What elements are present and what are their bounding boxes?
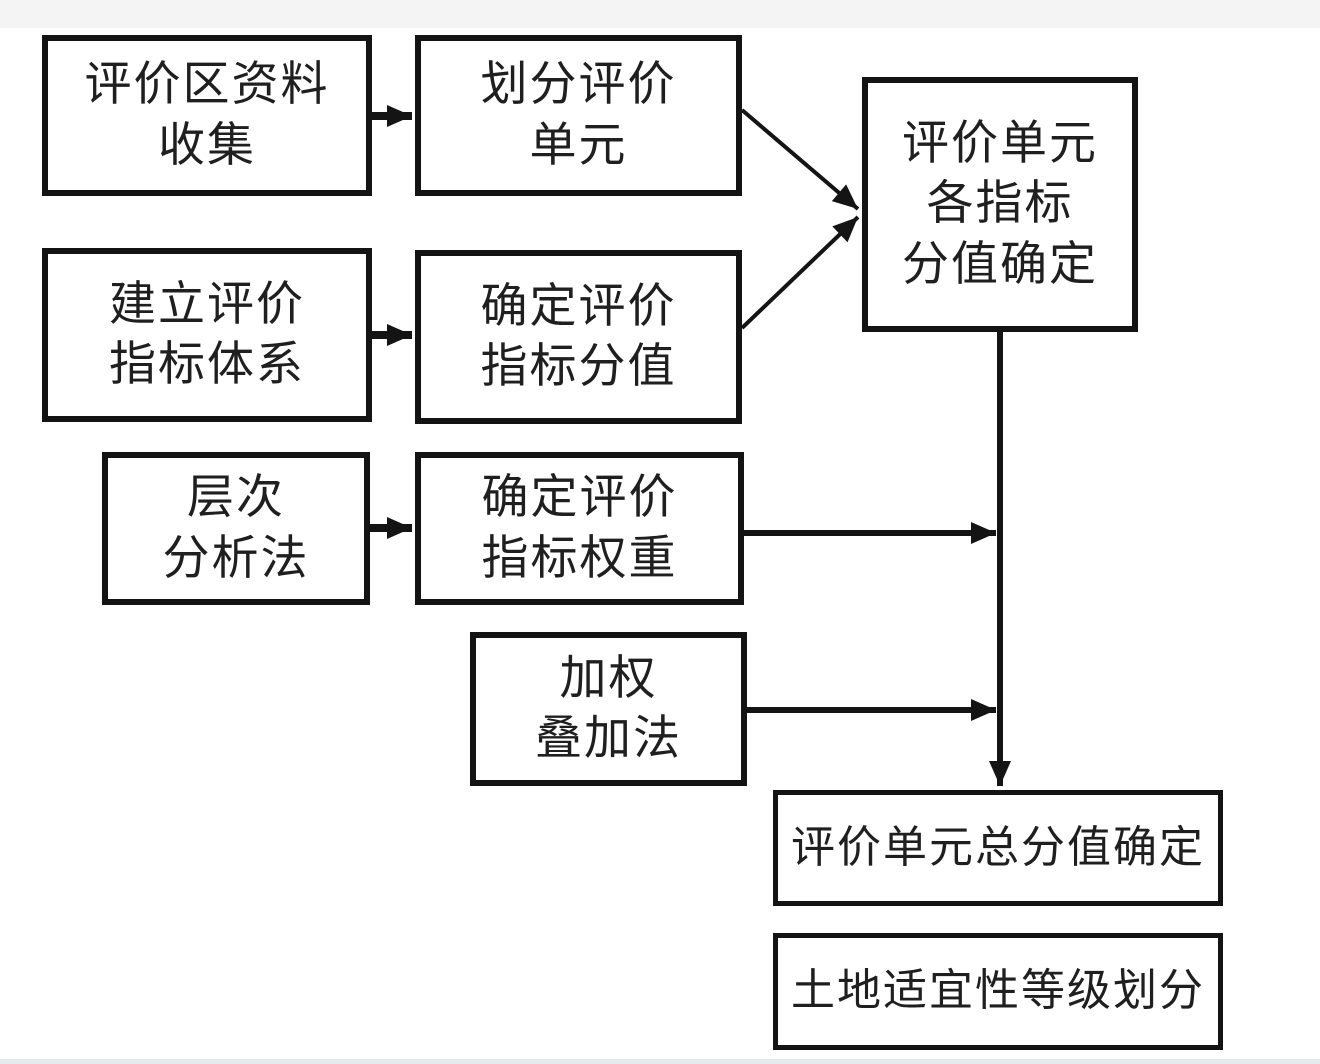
node-label-line: 层次 — [187, 472, 285, 525]
node-label-line: 指标分值 — [480, 341, 677, 393]
node-label-line: 土地适宜性等级划分 — [791, 966, 1205, 1016]
node-label-line: 指标权重 — [481, 532, 678, 585]
node-label-line: 叠加法 — [535, 713, 682, 765]
arrow-divide-to-unit-scores — [740, 108, 860, 211]
node-analytic-hierarchy-process: 层次 分析法 — [102, 452, 370, 605]
node-determine-indicator-weights: 确定评价 指标权重 — [415, 452, 744, 605]
arrow-scores-to-unit-scores — [740, 215, 860, 330]
node-build-indicator-system: 建立评价 指标体系 — [42, 248, 372, 422]
node-determine-indicator-scores: 确定评价 指标分值 — [415, 250, 742, 424]
node-label-line: 分析法 — [162, 532, 310, 585]
node-label-line: 评价单元总分值确定 — [791, 822, 1205, 872]
node-collect-evaluation-area-data: 评价区资料 收集 — [42, 35, 372, 196]
node-label-line: 确定评价 — [480, 280, 677, 333]
node-label-line: 建立评价 — [109, 278, 305, 331]
node-divide-evaluation-units: 划分评价 单元 — [415, 35, 742, 196]
top-gray-strip — [0, 0, 1320, 28]
node-label-line: 指标体系 — [109, 339, 305, 391]
node-label-line: 分值确定 — [902, 238, 1098, 291]
node-weighted-overlay-method: 加权 叠加法 — [470, 632, 747, 786]
node-label-line: 评价区资料 — [84, 59, 330, 112]
node-label-line: 评价单元 — [902, 118, 1098, 171]
node-label-line: 收集 — [158, 119, 256, 172]
node-land-suitability-grade-division: 土地适宜性等级划分 — [773, 933, 1223, 1050]
node-label-line: 划分评价 — [480, 59, 677, 112]
node-unit-indicator-score-determination: 评价单元 各指标 分值确定 — [862, 77, 1138, 332]
node-label-line: 各指标 — [926, 178, 1074, 231]
node-label-line: 确定评价 — [481, 472, 678, 525]
node-label-line: 单元 — [529, 119, 628, 172]
node-label-line: 加权 — [559, 652, 658, 705]
node-unit-total-score-determination: 评价单元总分值确定 — [773, 790, 1223, 906]
bottom-gray-strip — [0, 1059, 1320, 1064]
